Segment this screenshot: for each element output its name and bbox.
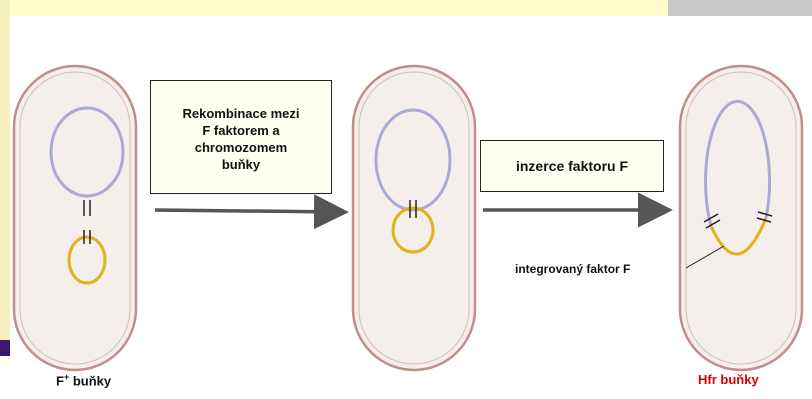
recombination-step-box: Rekombinace mezi F faktorem a chromozome…	[150, 80, 332, 194]
arrow-step1	[155, 210, 342, 212]
cell-f-plus	[14, 66, 136, 370]
insertion-step-box: inzerce faktoru F	[480, 140, 664, 192]
f-plus-main: F	[56, 373, 64, 388]
hfr-cell-label: Hfr buňky	[698, 372, 759, 387]
recombination-line-2: F faktorem a	[157, 122, 325, 139]
cell-hfr	[680, 66, 802, 370]
integrated-factor-label: integrovaný faktor F	[515, 262, 630, 276]
recombination-line-1: Rekombinace mezi	[157, 105, 325, 122]
recombination-line-4: buňky	[157, 156, 325, 173]
recombination-line-3: chromozomem	[157, 139, 325, 156]
insertion-step-text: inzerce faktoru F	[516, 158, 628, 174]
f-plus-cell-label: F+ buňky	[56, 372, 111, 388]
cell-recombination	[353, 66, 475, 370]
f-plus-suffix: buňky	[69, 373, 111, 388]
